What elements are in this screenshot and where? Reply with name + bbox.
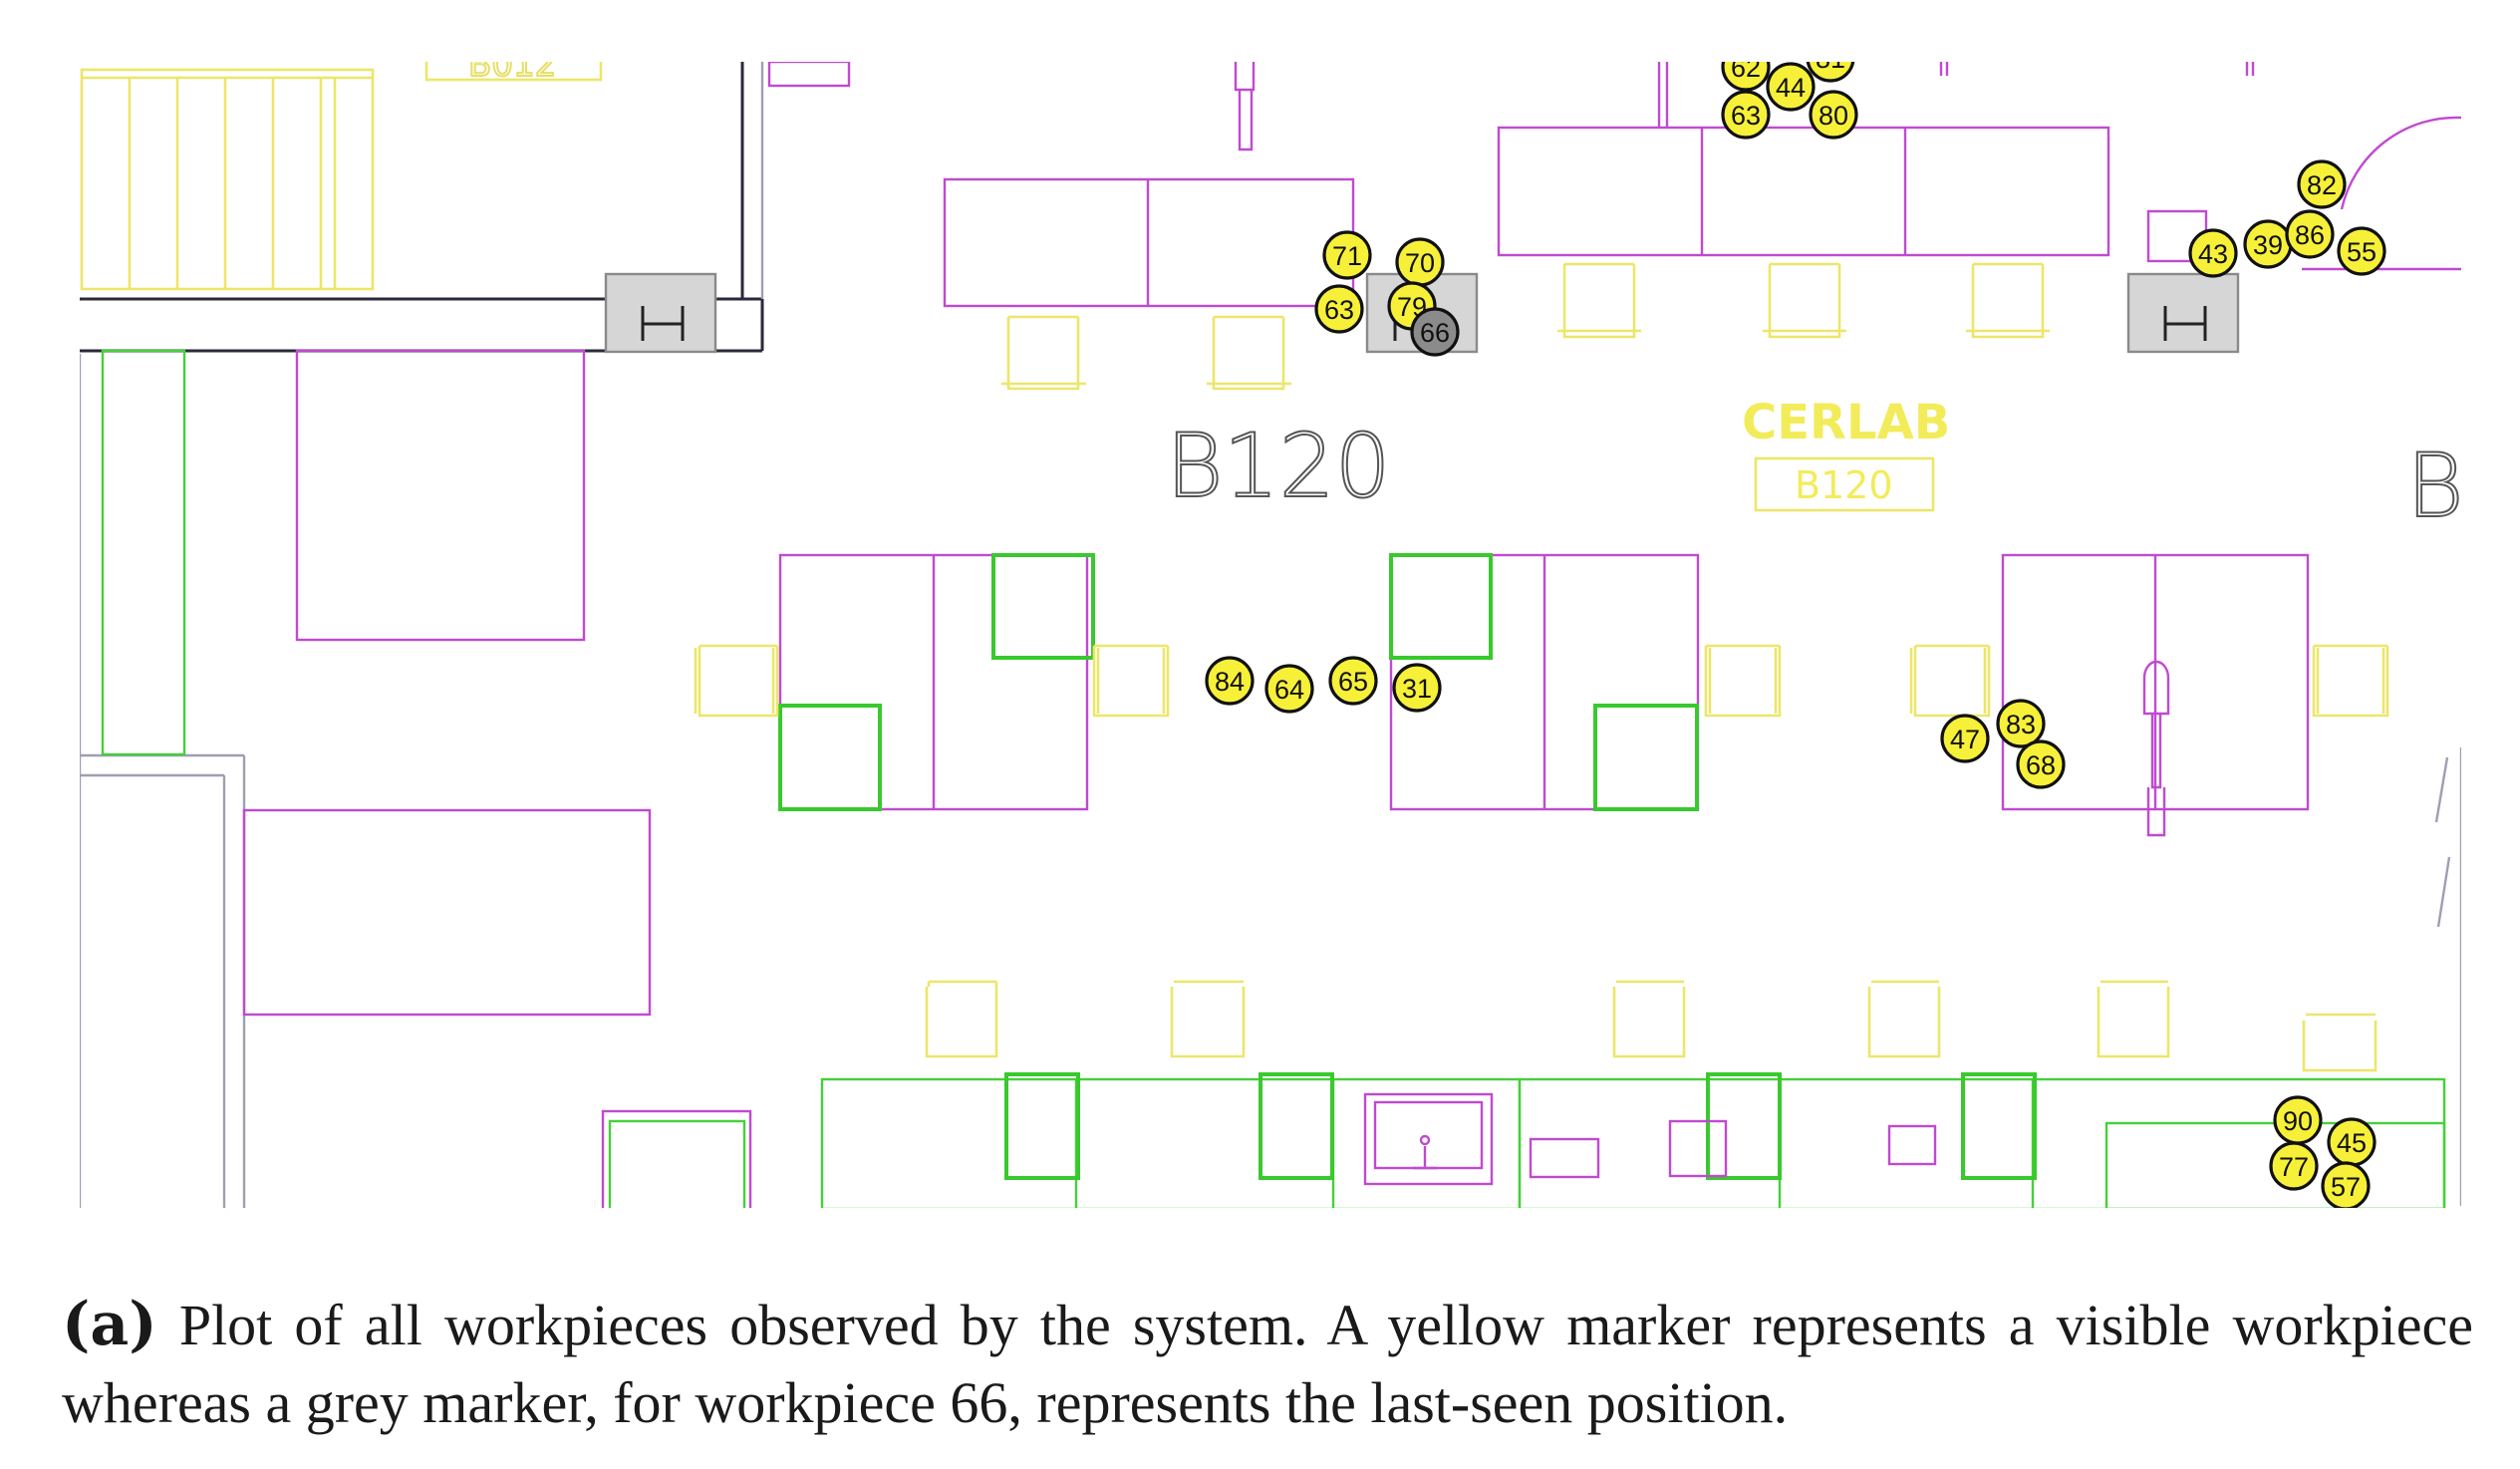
workpiece-marker: 70 — [1395, 237, 1445, 287]
visible-marker — [1809, 90, 1858, 140]
workpiece-marker: 66 — [1410, 307, 1460, 357]
workpiece-marker: 83 — [1996, 699, 2046, 748]
lab-name: CERLAB — [1742, 395, 1950, 450]
last-seen-marker — [1410, 307, 1460, 357]
visible-marker — [1264, 664, 1314, 714]
marker-id: 71 — [1332, 241, 1362, 271]
workpiece-marker: 62 — [1721, 53, 1771, 92]
lab-room: B120 — [1795, 463, 1893, 507]
h-box-left — [604, 272, 717, 354]
marker-id: 68 — [2026, 750, 2056, 780]
workpiece-marker: 64 — [1264, 664, 1314, 714]
marker-id: 84 — [1215, 667, 1245, 697]
visible-marker — [2297, 159, 2347, 209]
bottom-counter — [820, 1072, 2446, 1208]
workpiece-marker: 55 — [2337, 226, 2386, 276]
marker-id: 83 — [2006, 710, 2036, 739]
marker-id: 82 — [2307, 170, 2337, 200]
visible-marker — [2321, 1161, 2371, 1208]
visible-marker — [1806, 62, 1855, 83]
h-box-right — [2126, 272, 2240, 354]
caption-label: (a) — [62, 1290, 157, 1359]
marker-id: 66 — [1420, 318, 1450, 348]
walls — [80, 62, 851, 1208]
visible-marker — [1721, 62, 1771, 92]
workpiece-marker: 31 — [1392, 663, 1442, 713]
workpiece-marker: 81 — [1806, 44, 1855, 83]
marker-id: 81 — [1816, 44, 1845, 74]
marker-id: 62 — [1731, 53, 1761, 83]
marker-id: 43 — [2198, 239, 2228, 269]
visible-marker — [2269, 1141, 2319, 1191]
sink — [1363, 1092, 1494, 1186]
room-label: B120 — [1166, 415, 1391, 517]
marker-id: 64 — [1274, 675, 1304, 705]
visible-marker — [2016, 739, 2066, 789]
table-group-right — [1909, 553, 2389, 837]
workpiece-marker: 44 — [1766, 62, 1816, 112]
visible-marker — [1766, 62, 1816, 112]
marker-id: 80 — [1819, 101, 1848, 131]
visible-marker — [1996, 699, 2046, 748]
visible-marker — [2188, 228, 2238, 278]
workpiece-marker: 45 — [2327, 1117, 2377, 1167]
marker-id: 45 — [2337, 1128, 2367, 1158]
workpiece-marker: 57 — [2321, 1161, 2371, 1208]
workpiece-marker: 90 — [2273, 1095, 2323, 1145]
marker-id: 86 — [2295, 220, 2325, 250]
marker-id: 55 — [2347, 237, 2377, 267]
workpiece-marker: 68 — [2016, 739, 2066, 789]
marker-id: 47 — [1950, 725, 1980, 754]
edge-label: B — [2406, 435, 2464, 537]
visible-marker — [1328, 656, 1378, 706]
table-group-left — [694, 553, 1170, 811]
visible-marker — [1392, 663, 1442, 713]
marker-id: 44 — [1776, 73, 1806, 103]
yellow-slat-area — [80, 68, 375, 291]
marker-id: 39 — [2253, 230, 2283, 260]
workpiece-marker: 63 — [1314, 284, 1364, 334]
workpiece-marker: 86 — [2285, 209, 2335, 259]
marker-id: 77 — [2279, 1152, 2309, 1182]
workpiece-marker: 47 — [1940, 714, 1990, 763]
workpiece-marker: 39 — [2243, 219, 2293, 269]
visible-marker — [1314, 284, 1364, 334]
chairs-top-left — [1001, 315, 1291, 391]
marker-id: 63 — [1324, 295, 1354, 325]
visible-marker — [1721, 90, 1771, 140]
visible-marker — [1940, 714, 1990, 763]
workpiece-marker: 65 — [1328, 656, 1378, 706]
top-cut-label: B012 — [468, 45, 556, 85]
workpiece-marker: 43 — [2188, 228, 2238, 278]
visible-marker — [2337, 226, 2386, 276]
table-group-middle — [1389, 553, 1782, 811]
chairs-top-right — [1557, 262, 2050, 339]
workpiece-marker: 63 — [1721, 90, 1771, 140]
marker-id: 70 — [1405, 248, 1435, 278]
marker-id: 31 — [1402, 674, 1432, 704]
marker-id: 57 — [2331, 1172, 2361, 1202]
workpiece-marker: 80 — [1809, 90, 1858, 140]
visible-marker — [1205, 656, 1255, 706]
floor-plan: B012 — [80, 44, 2464, 1208]
workpiece-marker: 84 — [1205, 656, 1255, 706]
chairs-bottom — [925, 980, 2378, 1072]
marker-id: 90 — [2283, 1106, 2313, 1136]
caption-text: Plot of all workpieces observed by the s… — [62, 1293, 2473, 1435]
workpiece-marker: 77 — [2269, 1141, 2319, 1191]
visible-marker — [2285, 209, 2335, 259]
workpiece-marker: 71 — [1322, 230, 1372, 280]
workpiece-marker: 82 — [2297, 159, 2347, 209]
caption: (a) Plot of all workpieces observed by t… — [62, 1286, 2473, 1442]
marker-id: 63 — [1731, 101, 1761, 131]
visible-marker — [1322, 230, 1372, 280]
marker-id: 65 — [1338, 667, 1368, 697]
